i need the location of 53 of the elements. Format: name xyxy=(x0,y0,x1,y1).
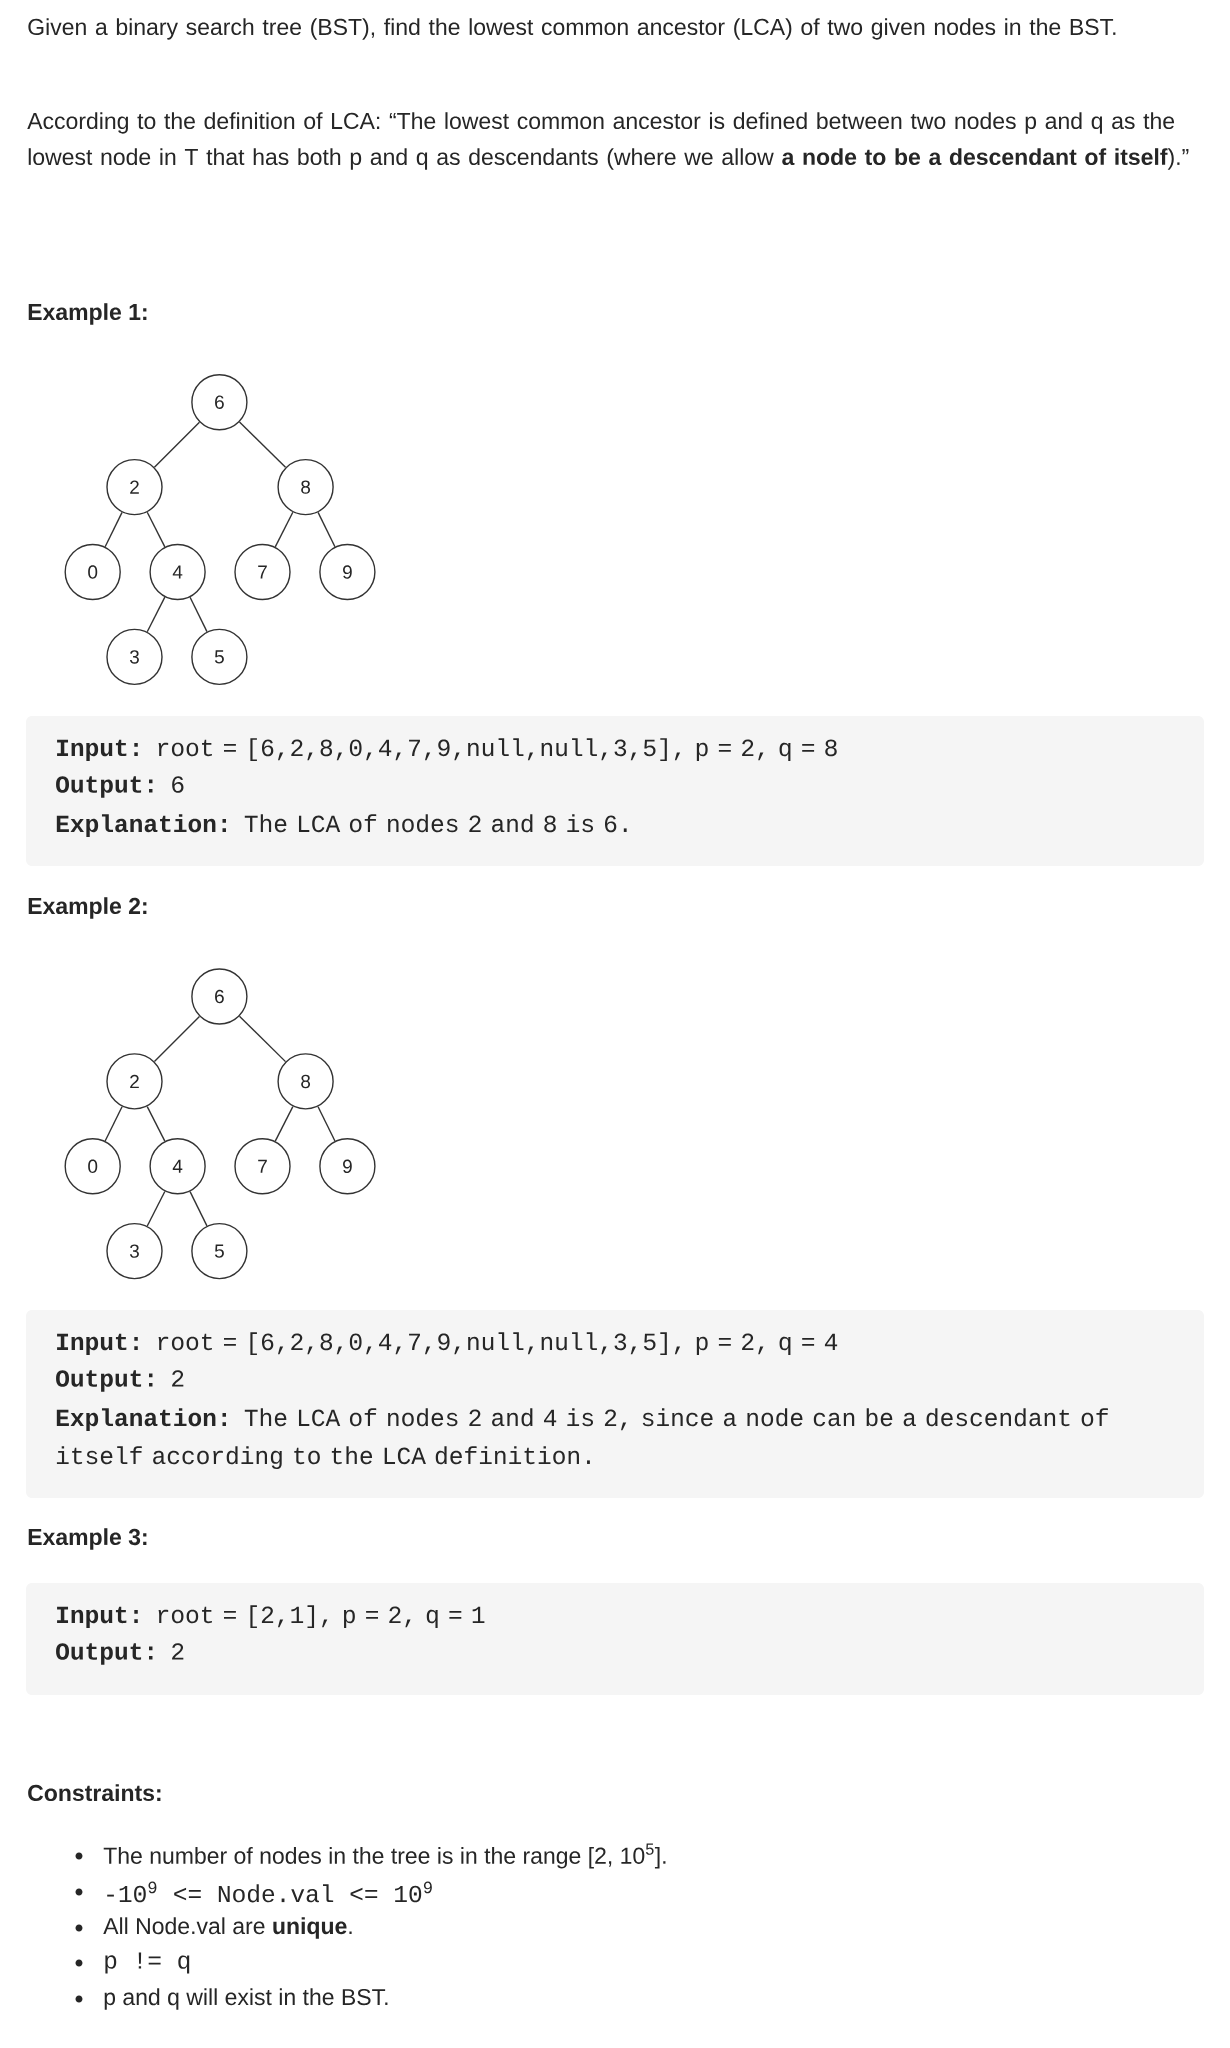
tree-node: 0 xyxy=(64,543,121,601)
code-line: Explanation: The LCA of nodes 2 and 4 is 2, since a node can be a descendant of itself according to the LCA definition. xyxy=(56,1408,1108,1470)
tree-edge xyxy=(146,1105,166,1142)
paragraph: Given a binary search tree (BST), find the lowest common ancestor (LCA) of two given nodes in the BST. xyxy=(28,18,1116,40)
tree-node: 0 xyxy=(64,1138,121,1195)
list-item: The number of nodes in the tree is in the range [2, 10$^{5}$]. xyxy=(103,1843,666,1869)
section-heading: Example 2: xyxy=(28,897,147,919)
tree-edge xyxy=(104,1106,123,1142)
code-line: Input: root = [6,2,8,0,4,7,9,null,null,3,5], p = 2, q = 4 xyxy=(57,1332,838,1356)
section-heading: Example 3: xyxy=(28,1528,147,1550)
tree-edge xyxy=(317,511,336,548)
tree-node: 5 xyxy=(191,628,248,686)
list-item: -10$^{9}$ <= Node.val <= 10$^{9}$ xyxy=(107,1881,432,1903)
tree-edge xyxy=(146,511,166,548)
section-heading: Example 1: xyxy=(28,303,147,325)
tree-edge xyxy=(189,1190,208,1227)
list-item: p != q xyxy=(105,1952,190,1974)
code-line: Output: 2 xyxy=(56,1370,184,1392)
section-heading: Constraints: xyxy=(28,1784,161,1802)
tree-node: 2 xyxy=(106,1053,163,1110)
tree-node: 6 xyxy=(191,968,248,1025)
tree-node: 7 xyxy=(234,543,291,601)
tree-node: 5 xyxy=(191,1222,248,1280)
tree-node: 2 xyxy=(106,458,163,516)
code-line: Input: root = [6,2,8,0,4,7,9,null,null,3,5], p = 2, q = 8 xyxy=(57,738,837,762)
tree-edge xyxy=(104,511,123,548)
code-line: Explanation: The LCA of nodes 2 and 8 is 6. xyxy=(56,814,627,838)
paragraph: According to the definition of LCA: “The lowest common ancestor is defined between two nodes p and q as the lowest node in T that has both p and q as descendants (where we allow a node to be a descendant of itself).” xyxy=(27,112,1189,170)
tree-node: 7 xyxy=(234,1138,291,1195)
tree-node: 4 xyxy=(149,543,206,601)
tree-node: 4 xyxy=(149,1138,206,1195)
tree-edge xyxy=(153,421,201,468)
tree-edge xyxy=(189,596,208,633)
code-line: Input: root = [2,1], p = 2, q = 1 xyxy=(57,1605,485,1629)
tree-edge xyxy=(146,596,166,633)
tree-node: 6 xyxy=(191,374,248,431)
tree-edge xyxy=(317,1106,336,1142)
tree-edge xyxy=(274,1105,294,1142)
code-line: Output: 2 xyxy=(56,1643,184,1665)
code-line: Output: 6 xyxy=(56,776,184,798)
tree-node: 3 xyxy=(106,628,163,686)
tree-edge xyxy=(238,1015,287,1063)
tree-node: 9 xyxy=(319,543,376,601)
tree-node: 8 xyxy=(277,458,334,516)
tree-node: 8 xyxy=(277,1053,334,1110)
tree-edge xyxy=(274,511,294,548)
tree-edge xyxy=(153,1015,201,1063)
tree-node: 3 xyxy=(106,1222,163,1280)
tree-node: 9 xyxy=(319,1138,376,1195)
list-item: p and q will exist in the BST. xyxy=(104,1988,388,2010)
tree-edge xyxy=(146,1190,166,1227)
tree-edge xyxy=(238,421,287,468)
list-item: All Node.val are unique. xyxy=(103,1917,352,1939)
